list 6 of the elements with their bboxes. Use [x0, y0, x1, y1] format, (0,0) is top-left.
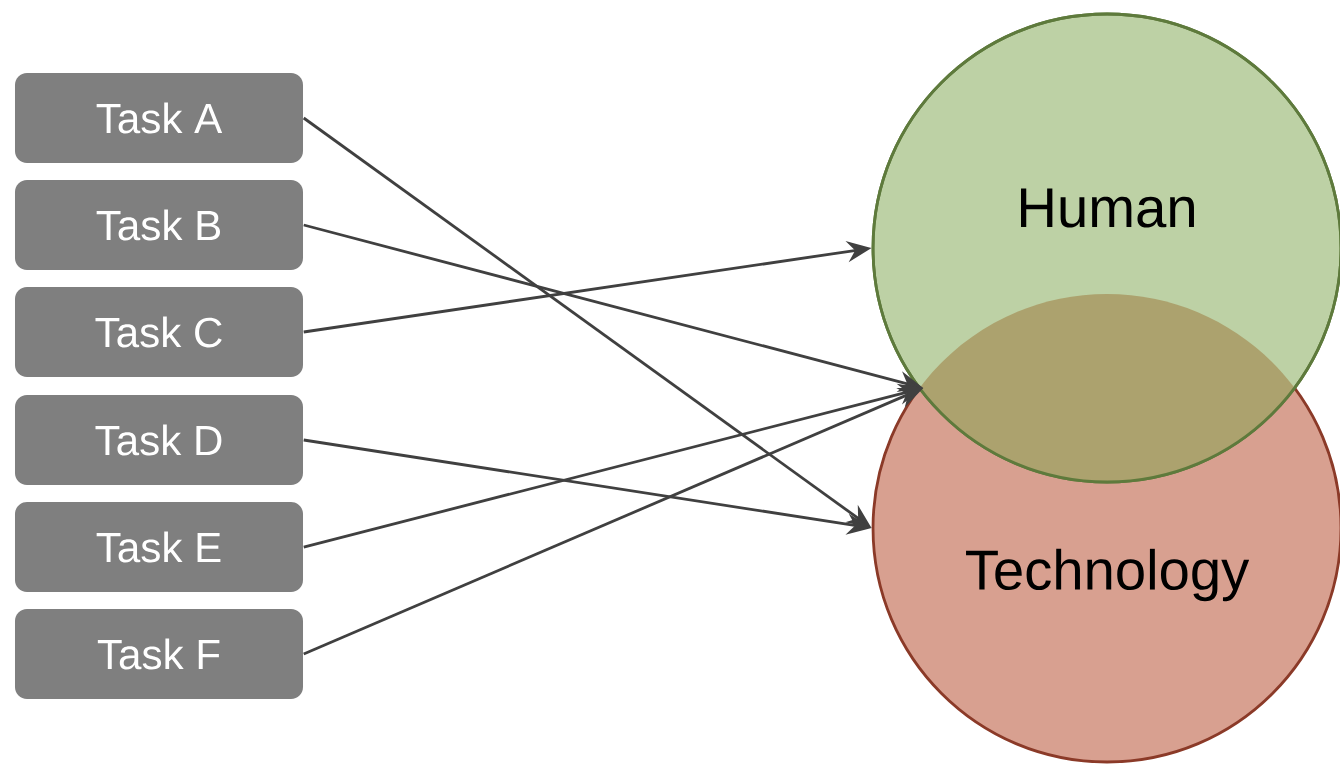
task-box: Task B	[15, 180, 303, 270]
task-box: Task D	[15, 395, 303, 485]
task-box: Task E	[15, 502, 303, 592]
task-box: Task C	[15, 287, 303, 377]
task-box: Task A	[15, 73, 303, 163]
task-box: Task F	[15, 609, 303, 699]
